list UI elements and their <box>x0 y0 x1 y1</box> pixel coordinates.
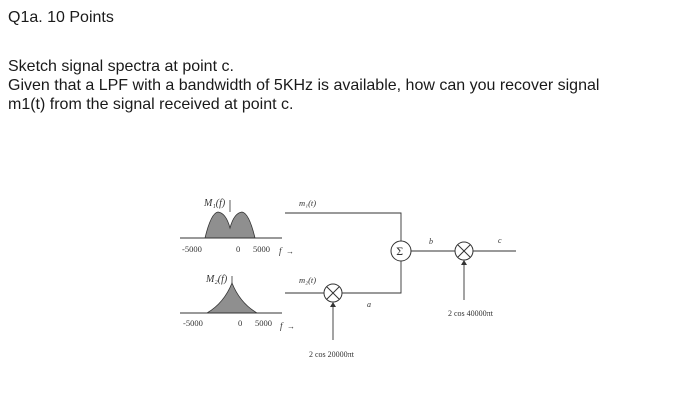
spectrum-m2-tick-zero: 0 <box>238 318 242 328</box>
carrier-1-label: 2 cos 20000πt <box>309 350 355 359</box>
summer-symbol: Σ <box>396 247 403 258</box>
multiplier-2 <box>454 241 474 261</box>
multiplier-1 <box>323 283 343 303</box>
spectrum-m1: M₁(f) -5000 0 5000 f → <box>180 198 294 256</box>
question-text: Sketch signal spectra at point c. Given … <box>8 57 698 114</box>
signal-m1-label: m₁(t) <box>299 198 316 208</box>
spectrum-m2-shape <box>205 281 259 314</box>
signal-m1-wire <box>285 212 402 241</box>
multiplier-2-cross-b <box>457 244 471 258</box>
carrier-1-arrowhead <box>330 302 336 307</box>
spectrum-m2: M₂(f) -5000 0 5000 f → <box>180 274 295 331</box>
question-title: Q1a. 10 Points <box>8 9 114 26</box>
spectrum-m1-arrow-icon: → <box>286 247 294 256</box>
spectrum-m1-tick-neg: -5000 <box>182 244 202 254</box>
point-b-label: b <box>429 237 433 246</box>
spectrum-m2-tick-neg: -5000 <box>183 318 203 328</box>
spectrum-m1-tick-pos: 5000 <box>253 244 270 254</box>
point-a-label: a <box>367 300 371 309</box>
spectrum-m1-axis-label: f <box>279 246 283 256</box>
point-c-label: c <box>498 236 502 245</box>
signal-m2-label: m₂(t) <box>299 275 316 285</box>
question-line-2: Given that a LPF with a bandwidth of 5KH… <box>8 77 600 94</box>
spectrum-m2-label: M₂(f) <box>205 274 228 285</box>
spectrum-m1-tick-zero: 0 <box>236 244 240 254</box>
spectrum-m2-tick-pos: 5000 <box>255 318 272 328</box>
spectrum-m1-shape <box>204 211 256 239</box>
question-line-1: Sketch signal spectra at point c. <box>8 58 234 75</box>
multiplier-1-cross-b <box>326 286 340 300</box>
spectrum-m2-arrow-icon: → <box>287 322 295 331</box>
carrier-2-label: 2 cos 40000πt <box>448 309 494 318</box>
spectrum-m1-label: M₁(f) <box>203 198 226 209</box>
signal-a-wire <box>342 261 402 294</box>
summer: Σ <box>390 240 412 262</box>
carrier-2-arrowhead <box>461 260 467 265</box>
spectrum-m2-axis-label: f <box>280 321 284 331</box>
question-line-3: m1(t) from the signal received at point … <box>8 96 294 113</box>
